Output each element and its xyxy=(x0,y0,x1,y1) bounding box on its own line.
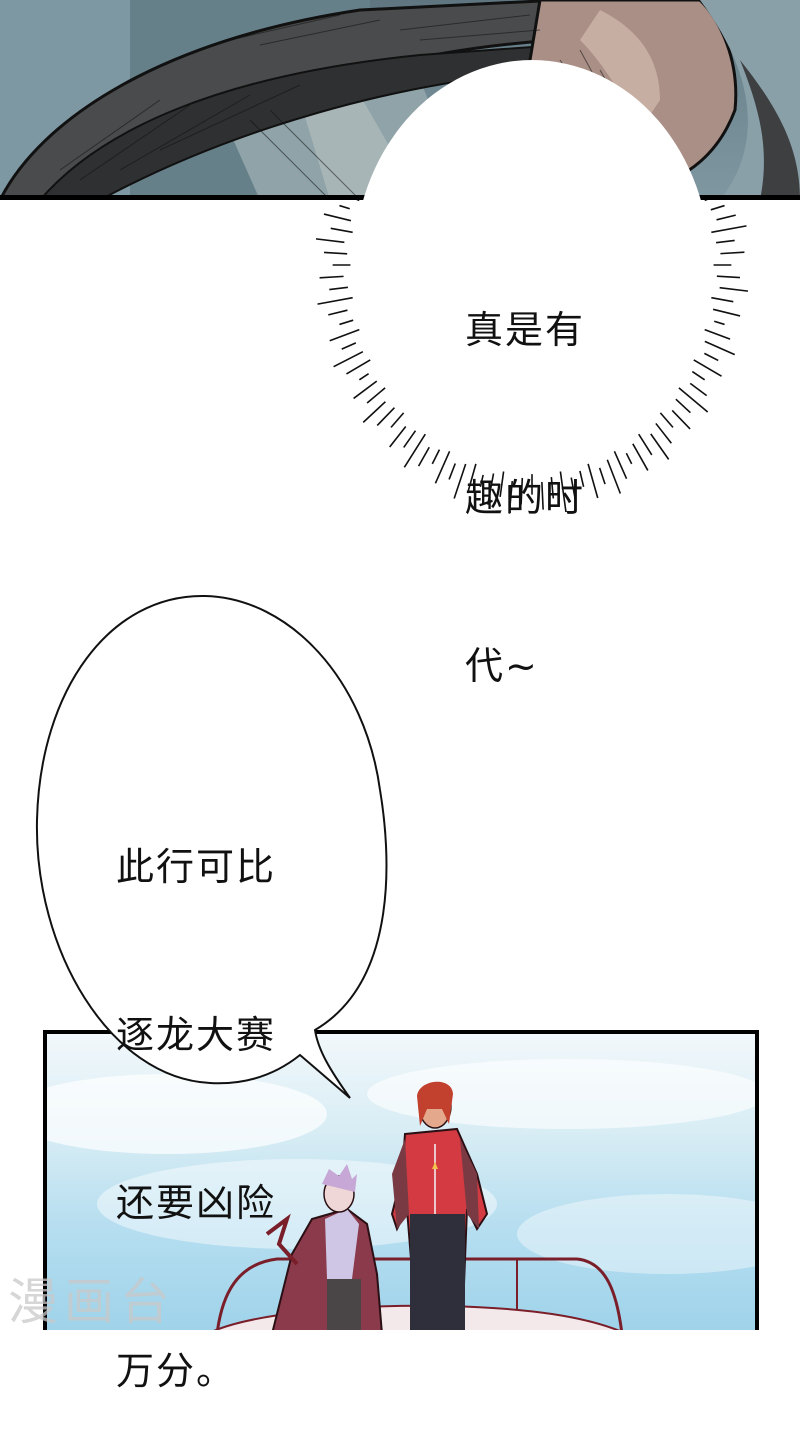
speech-line-1: 此行可比 xyxy=(116,845,277,889)
character-right xyxy=(390,1081,489,1330)
panel-boat-scene xyxy=(43,1030,759,1330)
speech-line-3: 还要凶险 xyxy=(116,1181,277,1225)
burst-line-2: 趣的时 xyxy=(465,476,586,520)
burst-line-3: 代~ xyxy=(465,644,539,688)
speech-line-4: 万分。 xyxy=(116,1349,237,1393)
speech-bubble-text: 此行可比 逐龙大赛 还要凶险 万分。 xyxy=(116,727,276,1455)
burst-bubble-text: 真是有 趣的时 代~ xyxy=(465,190,585,750)
speech-line-2: 逐龙大赛 xyxy=(116,1013,277,1057)
burst-bubble-shape xyxy=(315,60,749,514)
burst-line-1: 真是有 xyxy=(465,308,586,352)
watermark-logo: 漫画台 xyxy=(8,1273,176,1331)
character-left xyxy=(265,1164,383,1330)
boat-scene-art xyxy=(47,1059,755,1330)
